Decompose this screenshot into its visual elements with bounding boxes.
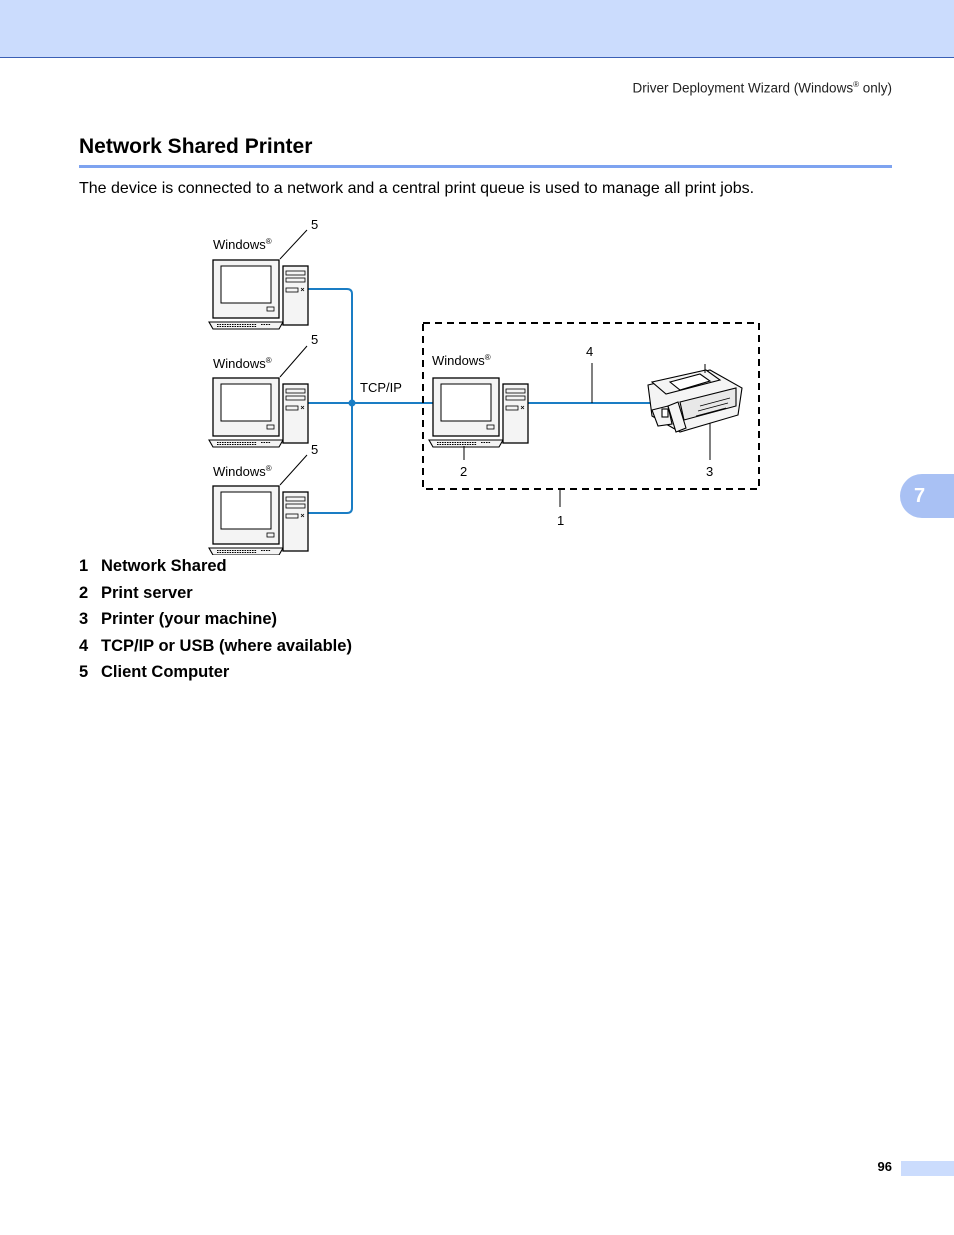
page-number-bar	[901, 1161, 954, 1176]
client-2-label: Windows®	[213, 356, 272, 371]
client-computer-1	[208, 259, 309, 330]
page-number: 96	[877, 1159, 892, 1174]
network-shared-boundary	[422, 322, 760, 490]
server-label: Windows®	[432, 353, 491, 368]
client-1-label: Windows®	[213, 237, 272, 252]
client-3-label: Windows®	[213, 464, 272, 479]
print-server-computer	[428, 377, 529, 448]
callout-lines	[279, 229, 711, 507]
tcpip-label: TCP/IP	[360, 380, 402, 395]
callout-5-b: 5	[311, 332, 318, 347]
callout-5-c: 5	[311, 442, 318, 457]
client-computer-2	[208, 377, 309, 448]
header-band	[0, 0, 954, 58]
title-rule	[79, 165, 892, 168]
printer-icon	[647, 364, 743, 433]
callout-4: 4	[586, 344, 593, 359]
callout-5-a: 5	[311, 217, 318, 232]
client-computer-3	[208, 485, 309, 555]
section-title: Network Shared Printer	[79, 135, 313, 158]
running-header: Driver Deployment Wizard (Windows® only)	[632, 80, 892, 96]
chapter-tab[interactable]: 7	[900, 474, 954, 518]
network-junction	[348, 399, 356, 407]
callout-2: 2	[460, 464, 467, 479]
callout-3: 3	[706, 464, 713, 479]
intro-paragraph: The device is connected to a network and…	[79, 180, 755, 197]
callout-1: 1	[557, 513, 564, 528]
network-diagram: Windows® Windows® Windows® Windows® TCP/…	[208, 217, 760, 555]
